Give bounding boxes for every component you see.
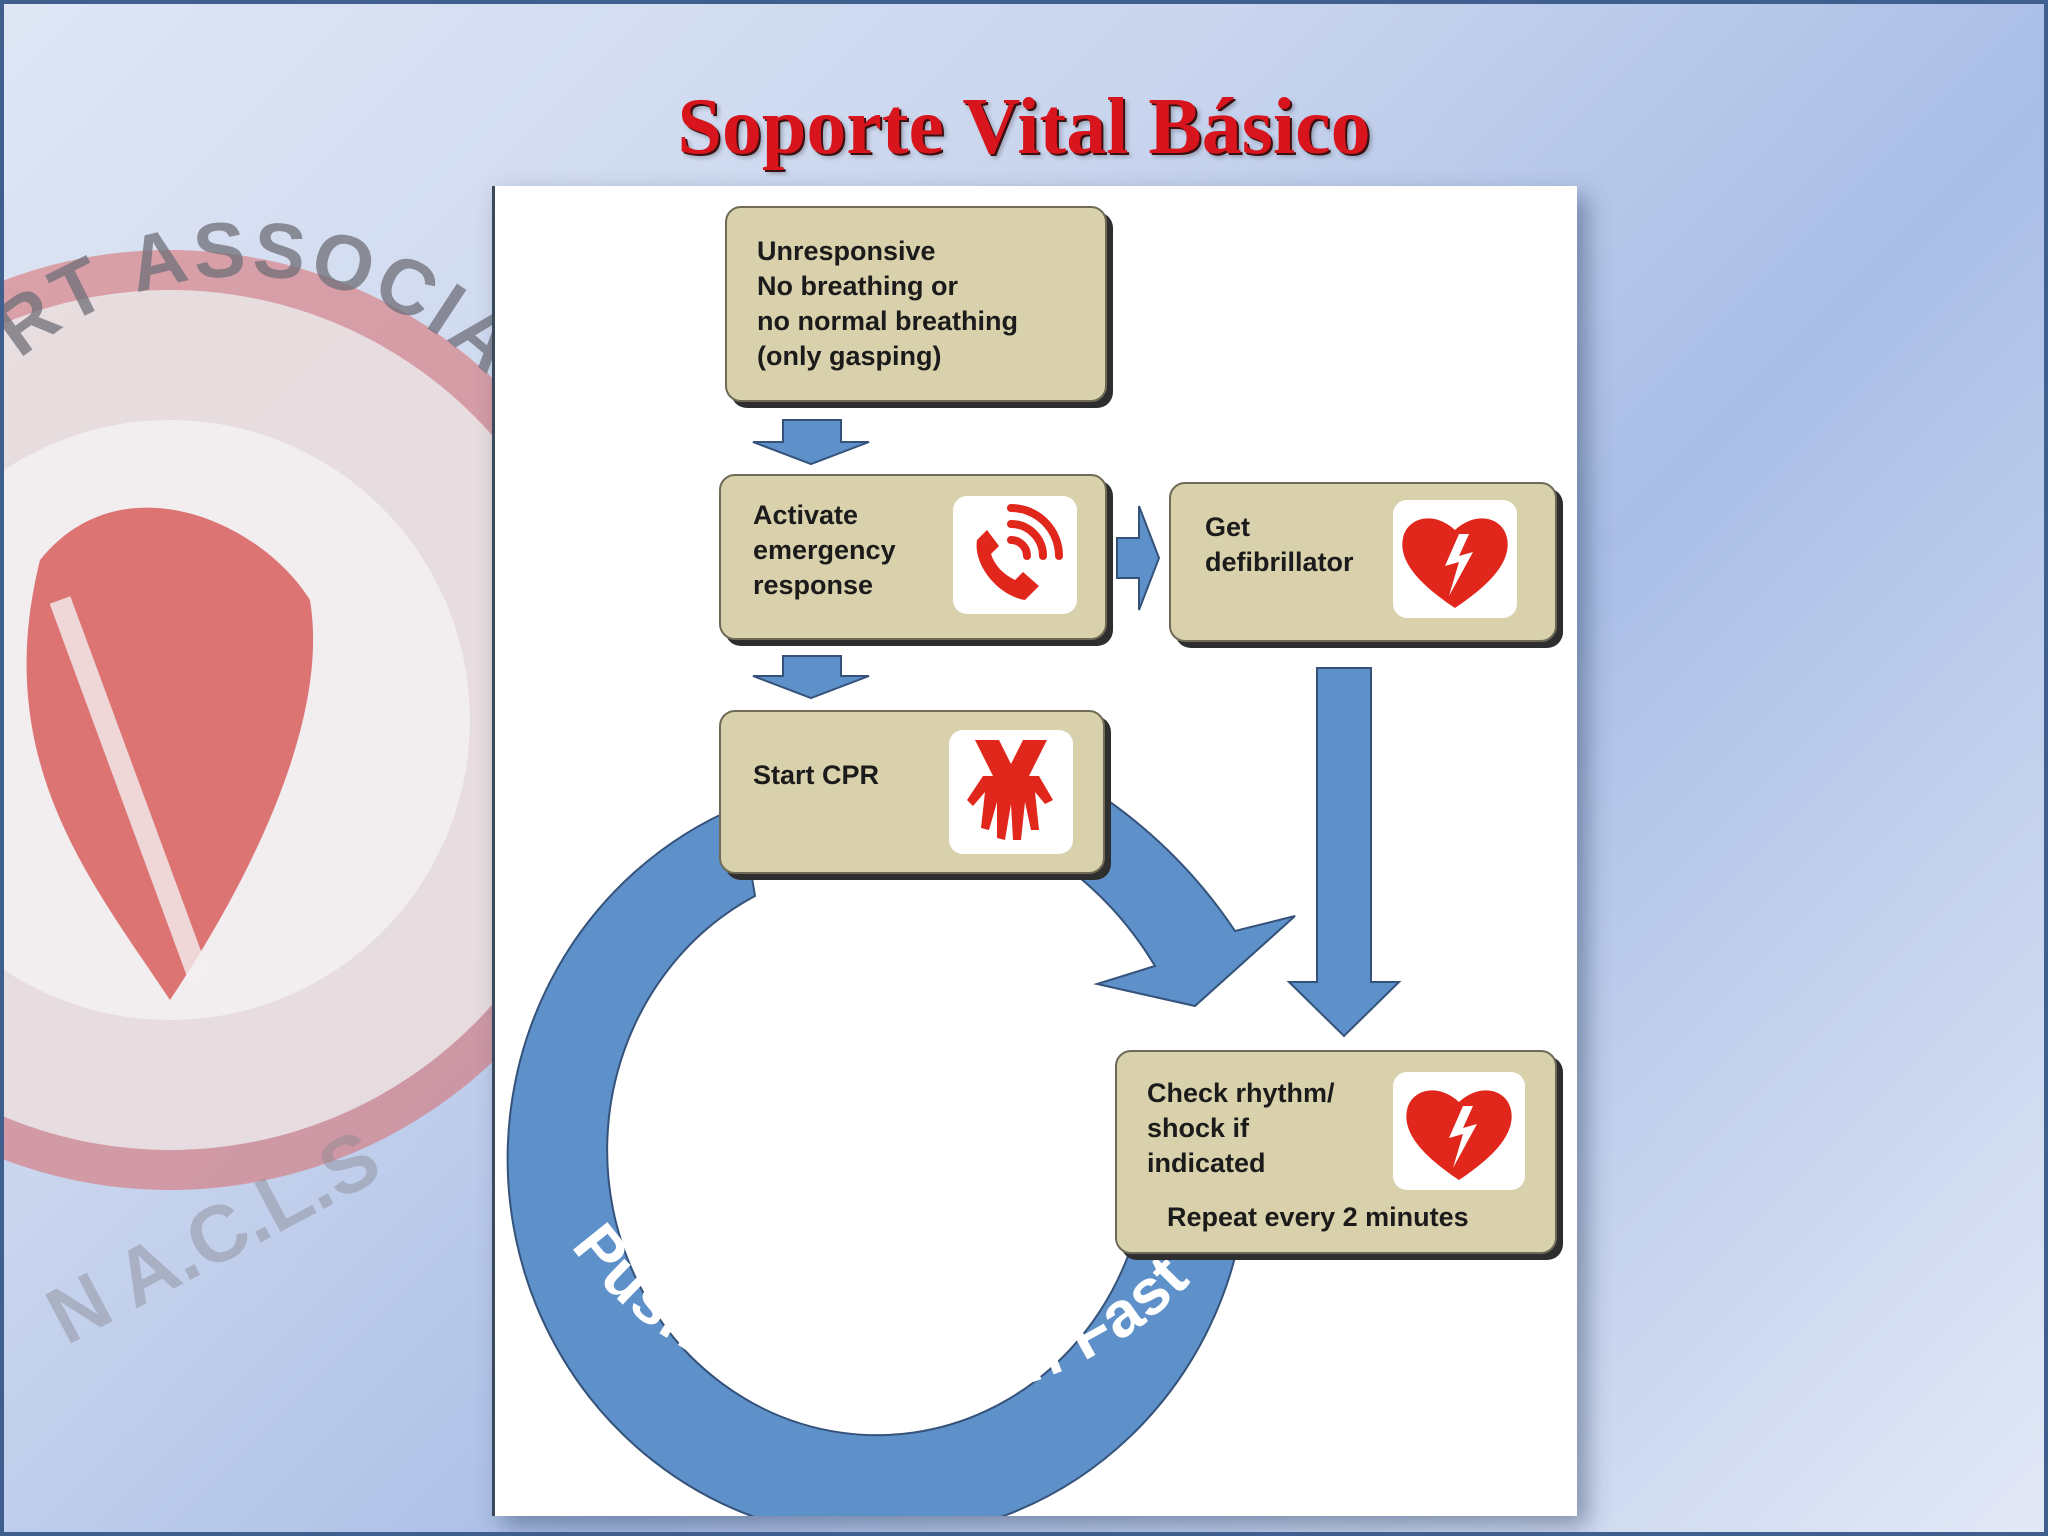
- step-activate-emergency: Activate emergency response: [719, 474, 1107, 640]
- arrow-down-2: [753, 656, 869, 698]
- arrow-down-long: [1289, 668, 1399, 1036]
- step-defibrillator-text: Get defibrillator: [1205, 510, 1354, 580]
- hands-compression-icon: [949, 730, 1073, 854]
- step-check-text: Check rhythm/ shock if indicated: [1147, 1076, 1335, 1181]
- step-unresponsive: Unresponsive No breathing or no normal b…: [725, 206, 1107, 402]
- step-unresponsive-text: Unresponsive No breathing or no normal b…: [757, 234, 1018, 374]
- repeat-interval-text: Repeat every 2 minutes: [1167, 1200, 1469, 1235]
- step-get-defibrillator: Get defibrillator: [1169, 482, 1557, 642]
- slide-title: Soporte Vital Básico: [0, 82, 2048, 173]
- aha-logo-watermark: RT ASSOCIATION N A.C.L.S: [0, 0, 520, 1536]
- arrow-right: [1117, 506, 1159, 610]
- bls-algorithm-panel: Push Hard • Push Fast Unresponsive No br…: [492, 186, 1577, 1516]
- phone-icon: [953, 496, 1077, 614]
- heart-bolt-icon: [1393, 500, 1517, 618]
- step-check-rhythm: Check rhythm/ shock if indicated Repeat …: [1115, 1050, 1557, 1254]
- step-activate-text: Activate emergency response: [753, 498, 896, 603]
- step-start-cpr: Start CPR: [719, 710, 1105, 874]
- heart-bolt-icon: [1393, 1072, 1525, 1190]
- arrow-down-1: [753, 420, 869, 464]
- step-cpr-text: Start CPR: [753, 758, 879, 793]
